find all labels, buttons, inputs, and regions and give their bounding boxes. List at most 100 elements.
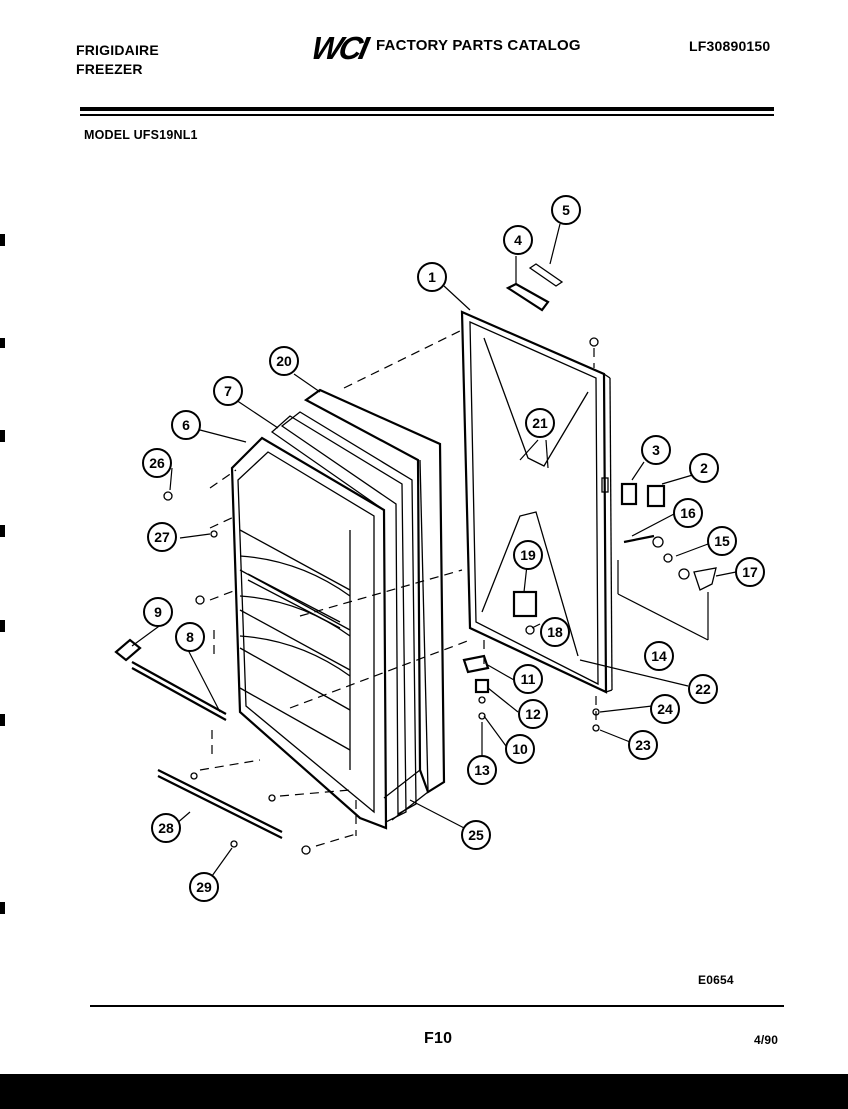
- breaker-frame: [303, 388, 446, 821]
- callout-19: 19: [513, 540, 543, 570]
- illustration-code: E0654: [698, 973, 734, 987]
- callout-8: 8: [175, 622, 205, 652]
- scan-mark: [0, 430, 5, 442]
- svg-text:27: 27: [154, 529, 170, 545]
- door-handle-trim: [505, 263, 564, 312]
- lock-cover: [620, 482, 666, 508]
- svg-text:15: 15: [714, 533, 730, 549]
- callout-25: 25: [461, 820, 491, 850]
- catalog-date: 4/90: [754, 1033, 779, 1047]
- product-type: FREEZER: [76, 61, 143, 77]
- callout-17: 17: [735, 557, 765, 587]
- alignment-line: [209, 589, 237, 601]
- svg-text:25: 25: [468, 827, 484, 843]
- svg-text:29: 29: [196, 879, 212, 895]
- alignment-line: [209, 515, 237, 529]
- svg-text:24: 24: [657, 701, 673, 717]
- alignment-line: [279, 789, 351, 797]
- callout-4: 4: [503, 225, 533, 255]
- scan-mark: [0, 525, 5, 537]
- svg-text:17: 17: [742, 564, 758, 580]
- alignment-line: [199, 759, 261, 771]
- svg-text:14: 14: [651, 648, 667, 664]
- svg-text:10: 10: [512, 741, 528, 757]
- svg-text:7: 7: [224, 383, 232, 399]
- model-number: MODEL UFS19NL1: [84, 128, 198, 142]
- svg-text:19: 19: [520, 547, 536, 563]
- svg-text:20: 20: [276, 353, 292, 369]
- svg-text:12: 12: [525, 706, 541, 722]
- callout-9: 9: [143, 597, 173, 627]
- callout-5: 5: [551, 195, 581, 225]
- inner-door-liner: [230, 436, 388, 830]
- svg-text:13: 13: [474, 762, 490, 778]
- svg-text:23: 23: [635, 737, 651, 753]
- callout-21: 21: [525, 408, 555, 438]
- callout-22: 22: [688, 674, 718, 704]
- svg-text:5: 5: [562, 202, 570, 218]
- svg-text:3: 3: [652, 442, 660, 458]
- alignment-line: [209, 469, 237, 489]
- scan-mark: [0, 714, 5, 726]
- svg-text:16: 16: [680, 505, 696, 521]
- callout-23: 23: [628, 730, 658, 760]
- svg-text:2: 2: [700, 460, 708, 476]
- svg-text:4: 4: [514, 232, 522, 248]
- callout-7: 7: [213, 376, 243, 406]
- callout-13: 13: [467, 755, 497, 785]
- callout-6: 6: [171, 410, 201, 440]
- callout-26: 26: [142, 448, 172, 478]
- callout-28: 28: [151, 813, 181, 843]
- header-rule-thick: [80, 107, 774, 111]
- screws: [163, 491, 311, 855]
- brand-name: FRIGIDAIRE: [76, 42, 159, 58]
- callout-leaders: [131, 223, 737, 877]
- svg-text:18: 18: [547, 624, 563, 640]
- callout-29: 29: [189, 872, 219, 902]
- svg-text:6: 6: [182, 417, 190, 433]
- svg-text:9: 9: [154, 604, 162, 620]
- page-number: F10: [424, 1030, 453, 1047]
- callout-3: 3: [641, 435, 671, 465]
- rail-clip: [114, 638, 142, 662]
- callout-14: 14: [644, 641, 674, 671]
- svg-text:28: 28: [158, 820, 174, 836]
- bottom-hinge: [462, 654, 490, 720]
- outer-door-panel: [460, 310, 613, 694]
- callout-15: 15: [707, 526, 737, 556]
- callout-1: 1: [417, 262, 447, 292]
- alignment-line: [299, 569, 463, 617]
- scan-mark: [0, 234, 5, 246]
- scan-border: [0, 1074, 848, 1109]
- hinge-pin: [589, 337, 600, 732]
- scan-mark: [0, 902, 5, 914]
- callout-2: 2: [689, 453, 719, 483]
- callout-10: 10: [505, 734, 535, 764]
- header-rule-thin: [80, 114, 774, 116]
- alignment-line: [315, 833, 357, 847]
- catalog-title: FACTORY PARTS CATALOG: [376, 37, 581, 54]
- catalog-number: LF30890150: [689, 38, 771, 54]
- callout-20: 20: [269, 346, 299, 376]
- alignment-line: [289, 639, 471, 709]
- scan-mark: [0, 338, 5, 348]
- svg-text:21: 21: [532, 415, 548, 431]
- callout-27: 27: [147, 522, 177, 552]
- door-gasket: [270, 411, 417, 824]
- callout-12: 12: [518, 699, 548, 729]
- bracket-19: [512, 590, 538, 635]
- svg-text:26: 26: [149, 455, 165, 471]
- svg-text:1: 1: [428, 269, 436, 285]
- callout-16: 16: [673, 498, 703, 528]
- callout-18: 18: [540, 617, 570, 647]
- lock-assembly: [617, 534, 717, 641]
- svg-text:8: 8: [186, 629, 194, 645]
- callout-24: 24: [650, 694, 680, 724]
- alignment-line: [343, 329, 463, 389]
- footer-rule: [90, 1005, 784, 1007]
- svg-text:22: 22: [695, 681, 711, 697]
- svg-text:11: 11: [521, 671, 536, 687]
- scan-mark: [0, 620, 5, 632]
- callout-11: 11: [513, 664, 543, 694]
